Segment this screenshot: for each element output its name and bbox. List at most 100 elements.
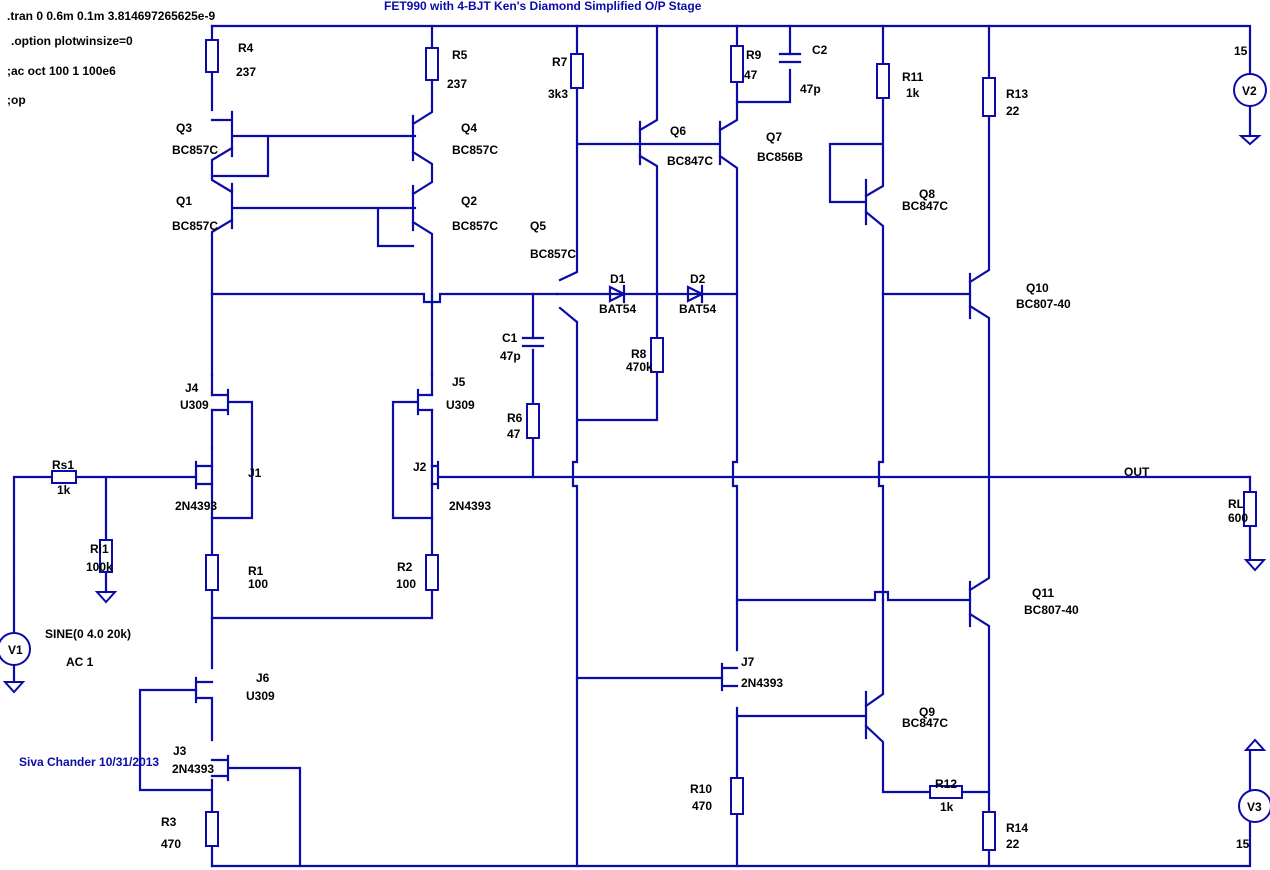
- jfet-j1: [194, 460, 214, 490]
- labels: FET990 with 4-BJT Ken's Diamond Simplifi…: [7, 0, 1262, 851]
- ground-icon: [1243, 738, 1267, 751]
- value-q7: BC856B: [757, 150, 803, 164]
- source-v3: [1238, 789, 1270, 823]
- resistors: [51, 39, 1257, 851]
- label-j6: J6: [256, 671, 270, 685]
- label-j2: J2: [413, 460, 427, 474]
- value-q4: BC857C: [452, 143, 498, 157]
- diodes: [608, 284, 705, 304]
- source-v1: [0, 632, 31, 666]
- capacitor-c1: [521, 336, 545, 348]
- diagram-title: FET990 with 4-BJT Ken's Diamond Simplifi…: [384, 0, 702, 13]
- value-ri1: 100k: [86, 560, 113, 574]
- label-rs1: Rs1: [52, 458, 74, 472]
- resistor-rs1: [51, 470, 77, 484]
- value-q3: BC857C: [172, 143, 218, 157]
- value-q1: BC857C: [172, 219, 218, 233]
- value-c2: 47p: [800, 82, 821, 96]
- label-r10: R10: [690, 782, 712, 796]
- directive-tran: .tran 0 0.6m 0.1m 3.814697265625e-9: [7, 9, 215, 23]
- value-r12: 1k: [940, 800, 954, 814]
- label-ri1: Ri1: [90, 542, 109, 556]
- label-j7: J7: [741, 655, 755, 669]
- directive-ac: ;ac oct 100 1 100e6: [7, 64, 116, 78]
- voltage-sources: [0, 73, 1270, 823]
- label-q11: Q11: [1032, 586, 1054, 600]
- label-d1: D1: [610, 272, 626, 286]
- label-r1: R1: [248, 564, 264, 578]
- value-r2: 100: [396, 577, 416, 591]
- resistor-r5: [425, 47, 439, 81]
- label-r12: R12: [935, 777, 957, 791]
- resistor-r3: [205, 811, 219, 847]
- diode-d2: [686, 284, 705, 304]
- ground-icon: [94, 591, 118, 604]
- resistor-r11: [876, 63, 890, 99]
- value-r4: 237: [236, 65, 256, 79]
- value-r5: 237: [447, 77, 467, 91]
- label-rl: RL: [1228, 497, 1244, 511]
- ground-icon: [1243, 559, 1267, 572]
- label-q9: Q9: [919, 705, 935, 719]
- value-d2: BAT54: [679, 302, 716, 316]
- value-q11: BC807-40: [1024, 603, 1079, 617]
- label-r7: R7: [552, 55, 568, 69]
- value-rs1: 1k: [57, 483, 71, 497]
- label-v2: V2: [1242, 84, 1257, 98]
- ground-icon: [1238, 135, 1262, 146]
- ground-symbols: [2, 135, 1267, 751]
- label-r13: R13: [1006, 87, 1028, 101]
- resistor-r13: [982, 77, 996, 117]
- wires: [12, 24, 1252, 868]
- jfet-j3: [210, 754, 230, 782]
- value-r1: 100: [248, 577, 268, 591]
- label-out: OUT: [1124, 465, 1150, 479]
- jfet-j5: [416, 388, 434, 416]
- directive-option: .option plotwinsize=0: [11, 34, 133, 48]
- value-v2: 15: [1234, 44, 1248, 58]
- label-j5: J5: [452, 375, 466, 389]
- label-q4: Q4: [461, 121, 477, 135]
- value-j6: U309: [246, 689, 275, 703]
- value-d1: BAT54: [599, 302, 636, 316]
- capacitor-c2: [778, 52, 802, 64]
- jfet-j6: [194, 676, 214, 704]
- label-c2: C2: [812, 43, 828, 57]
- value-c1: 47p: [500, 349, 521, 363]
- source-v2: [1233, 73, 1267, 107]
- label-r14: R14: [1006, 821, 1028, 835]
- value-j2: 2N4393: [449, 499, 491, 513]
- value-v3: 15: [1236, 837, 1250, 851]
- label-v1: V1: [8, 643, 23, 657]
- label-r11: R11: [902, 70, 924, 84]
- jfet-j2: [430, 460, 440, 490]
- directive-op: ;op: [7, 93, 26, 107]
- resistor-r14: [982, 811, 996, 851]
- jfet-j7: [720, 662, 739, 692]
- value-q2: BC857C: [452, 219, 498, 233]
- value-rl: 600: [1228, 511, 1248, 525]
- resistor-ri1: [99, 539, 113, 573]
- value-v1-ac: AC 1: [66, 655, 94, 669]
- resistor-r6: [526, 403, 540, 439]
- label-q8: Q8: [919, 187, 935, 201]
- label-r2: R2: [397, 560, 413, 574]
- value-q5: BC857C: [530, 247, 576, 261]
- label-j1: J1: [248, 466, 262, 480]
- diode-d1: [608, 284, 627, 304]
- label-r5: R5: [452, 48, 468, 62]
- label-v3: V3: [1247, 800, 1262, 814]
- value-q10: BC807-40: [1016, 297, 1071, 311]
- author-note: Siva Chander 10/31/2013: [19, 755, 159, 769]
- label-r6: R6: [507, 411, 523, 425]
- value-r10: 470: [692, 799, 712, 813]
- label-q7: Q7: [766, 130, 782, 144]
- label-r8: R8: [631, 347, 647, 361]
- value-r14: 22: [1006, 837, 1020, 851]
- value-j1: 2N4393: [175, 499, 217, 513]
- resistor-r1: [205, 554, 219, 591]
- value-q8: BC847C: [902, 199, 948, 213]
- value-r7: 3k3: [548, 87, 568, 101]
- label-r3: R3: [161, 815, 177, 829]
- label-q10: Q10: [1026, 281, 1049, 295]
